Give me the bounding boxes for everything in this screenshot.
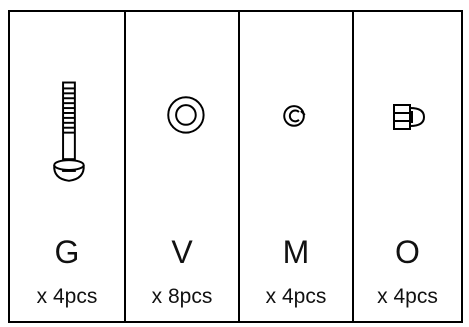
part-cell-o: O x 4pcs bbox=[354, 12, 461, 321]
parts-table: G x 4pcs V x 8pcs M x 4pcs bbox=[8, 10, 463, 323]
bolt-icon bbox=[53, 81, 85, 182]
part-letter: G bbox=[54, 234, 80, 270]
washer-icon bbox=[167, 96, 205, 134]
part-cell-v: V x 8pcs bbox=[126, 12, 240, 321]
part-letter: M bbox=[282, 234, 310, 270]
part-letter: V bbox=[171, 234, 193, 270]
spring-washer-icon bbox=[283, 105, 306, 127]
part-quantity: x 4pcs bbox=[377, 285, 438, 308]
part-quantity: x 4pcs bbox=[265, 285, 327, 308]
cap-nut-icon bbox=[393, 104, 426, 130]
part-letter: O bbox=[395, 234, 420, 270]
part-cell-m: M x 4pcs bbox=[240, 12, 354, 321]
part-quantity: x 8pcs bbox=[151, 285, 213, 308]
part-cell-g: G x 4pcs bbox=[10, 12, 126, 321]
part-quantity: x 4pcs bbox=[36, 285, 98, 308]
